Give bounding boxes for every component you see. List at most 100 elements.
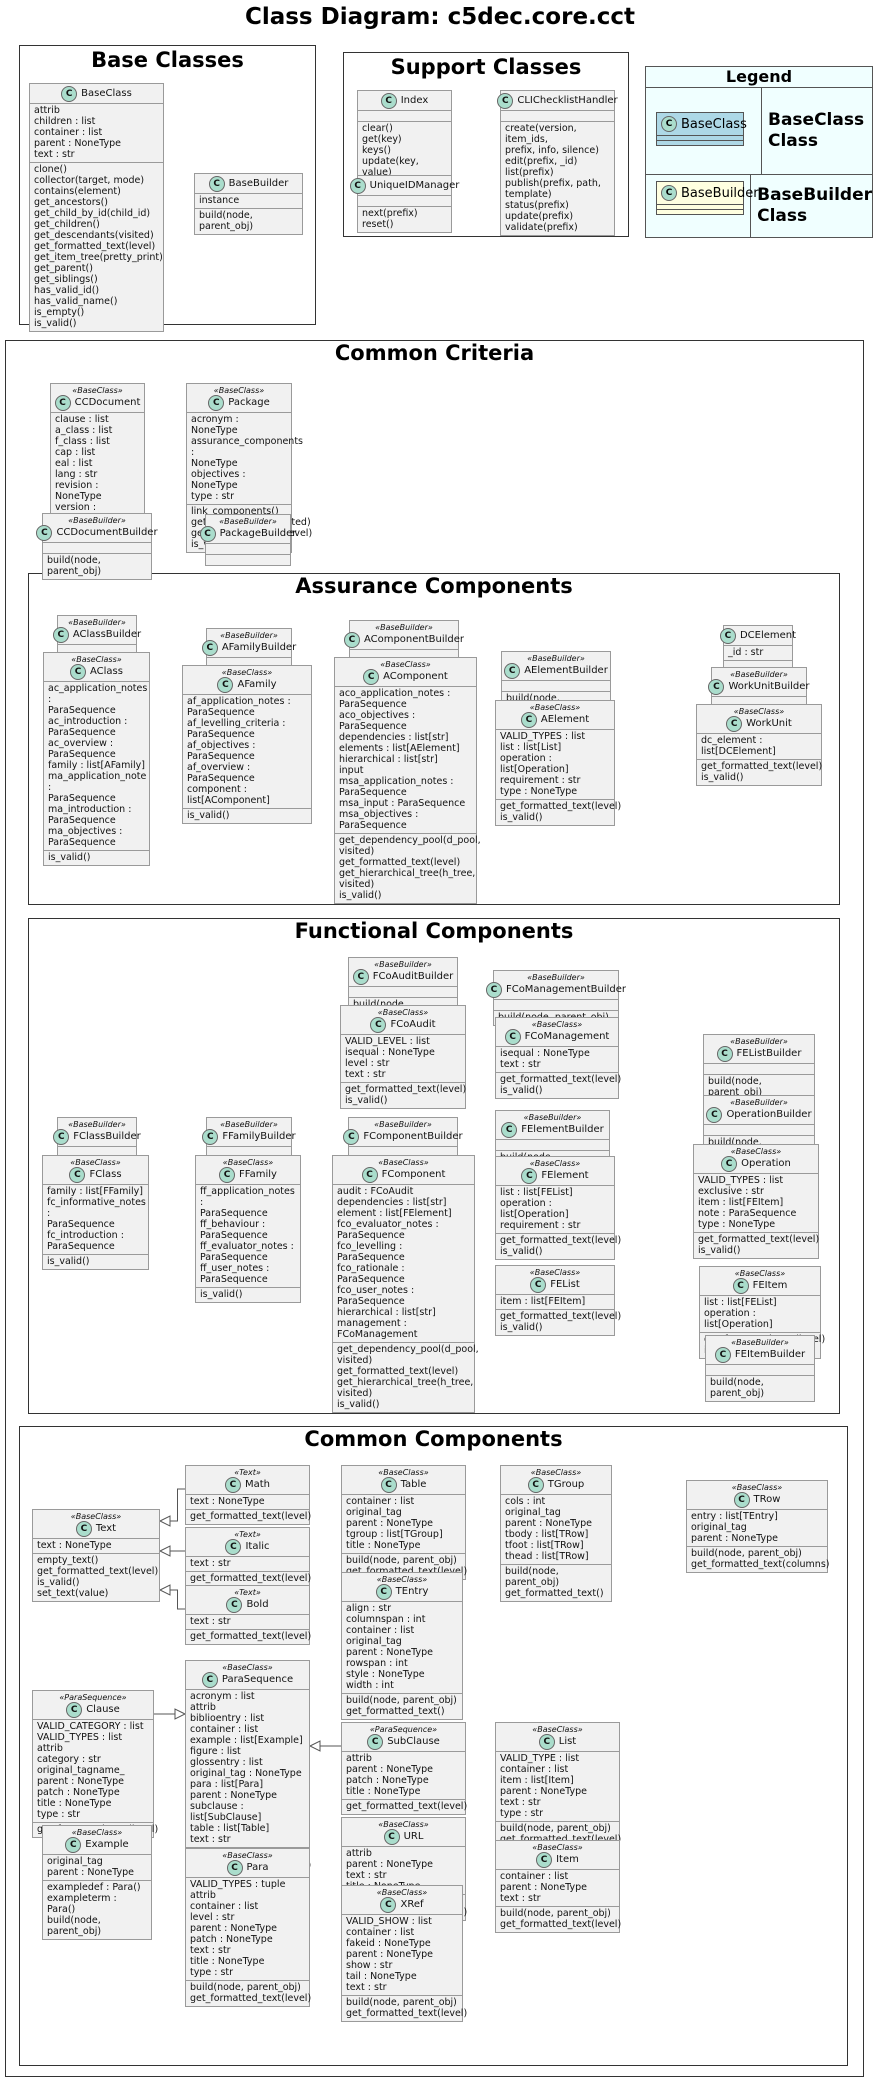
class-icon: C: [380, 1897, 397, 1913]
class-methods: build(node, parent_obj): [706, 1376, 814, 1401]
class-stereotype: «BaseClass»: [377, 1008, 429, 1017]
class-name: AElement: [540, 714, 590, 725]
attribute: list[DCElement]: [701, 746, 776, 757]
class-attributes: text : NoneType: [33, 1539, 159, 1554]
class-icon: C: [661, 185, 677, 201]
attribute: ac_overview :: [48, 738, 114, 749]
class-stereotype: «BaseBuilder»: [374, 1120, 432, 1129]
method: get_formatted_text(level): [34, 241, 156, 252]
attribute: assurance_components :: [191, 436, 304, 458]
method: build(node, parent_obj): [710, 1377, 767, 1399]
class-methods: exampledef : Para()exampleterm : Para()b…: [43, 1881, 151, 1939]
method: get_formatted_text(level): [190, 1573, 312, 1584]
class-stereotype: «BaseBuilder»: [220, 631, 278, 640]
method: build(node, parent_obj): [346, 1555, 457, 1566]
attribute: thead : list[TRow]: [505, 1551, 589, 1562]
class-icon: C: [370, 1017, 387, 1033]
method: build(node, parent_obj): [500, 1908, 611, 1919]
attribute: operation : list[Operation]: [500, 753, 569, 775]
class-methods: get_formatted_text(level)is_valid(): [341, 1083, 466, 1108]
class-name: OperationBuilder: [726, 1109, 812, 1120]
method: get_siblings(): [34, 274, 98, 285]
method: is_valid(): [200, 1289, 243, 1300]
attribute: original_tag: [505, 1507, 561, 1518]
class-methods: build(node, parent_obj)get_formatted_tex…: [496, 1822, 621, 1847]
attribute: hierarchical : list[str]: [339, 754, 438, 765]
class-methods: get_formatted_text(level)is_valid(): [496, 800, 621, 825]
class-stereotype: «BaseBuilder»: [523, 1113, 582, 1122]
method: is_valid(): [698, 1245, 741, 1256]
method: clone(): [34, 164, 67, 175]
attribute: text : str: [190, 1945, 231, 1956]
method: is_valid(): [48, 852, 91, 863]
class-stereotype: «BaseClass»: [71, 1828, 123, 1837]
method: exampledef : Para(): [47, 1882, 141, 1893]
class-icon: C: [521, 1168, 538, 1184]
method: get_children(): [34, 219, 100, 230]
attribute: tail : NoneType: [346, 1971, 417, 1982]
class-methods: build(node, parent_obj)get_formatted_tex…: [186, 1981, 311, 2006]
method: is_valid(): [339, 890, 382, 901]
attribute: af_objectives :: [187, 740, 256, 751]
attribute: ParaSequence: [200, 1208, 268, 1219]
class-methods: is_valid(): [43, 1255, 148, 1269]
package-title: Assurance Components: [295, 574, 573, 598]
class-methods: next(prefix)reset(): [358, 207, 451, 232]
attribute: title : NoneType: [37, 1798, 112, 1809]
method: get_formatted_text(level): [500, 1074, 622, 1085]
attribute: component :: [187, 784, 247, 795]
attribute: container : list: [500, 1871, 569, 1882]
attribute: type : NoneType: [500, 786, 578, 797]
method: is_valid(): [500, 1322, 543, 1333]
attribute: af_overview : ParaSequence: [187, 762, 255, 784]
class-attributes: [704, 1125, 814, 1136]
attribute: ac_application_notes :: [48, 683, 151, 705]
class-name: ParaSequence: [221, 1674, 294, 1685]
method: is_valid(): [500, 812, 543, 823]
class-stereotype: «BaseBuilder»: [730, 1098, 788, 1107]
method: is_empty(): [34, 307, 85, 318]
method: is_valid(): [37, 1577, 80, 1588]
legend-swatch-label: BaseBuilder: [681, 185, 759, 201]
class-icon: C: [380, 1477, 397, 1493]
class-name: TEntry: [395, 1586, 429, 1597]
method: update(key, value): [362, 156, 422, 178]
class-name: FCoManagement: [524, 1031, 610, 1042]
attribute: isequal : NoneType: [500, 1048, 590, 1059]
class-icon: C: [721, 1156, 738, 1172]
attribute: original_tag: [47, 1856, 103, 1867]
attribute: container : list: [190, 1901, 259, 1912]
attribute: ac_introduction :: [48, 716, 128, 727]
method: prefix, info, silence): [505, 145, 599, 156]
attribute: type : NoneType: [698, 1219, 776, 1230]
class-icon: C: [36, 525, 53, 541]
attribute: parent : NoneType: [47, 1867, 134, 1878]
class-stereotype: «BaseClass»: [380, 660, 431, 669]
legend-label: BaseClass Class: [768, 110, 865, 151]
class-methods: [206, 555, 290, 565]
attribute: dependencies : list[str]: [339, 732, 449, 743]
class-icon: C: [706, 1107, 723, 1123]
class-methods: build(node, parent_obj)get_formatted_tex…: [501, 1565, 611, 1601]
class-methods: build(node, parent_obj)get_formatted_tex…: [687, 1547, 829, 1572]
attribute: parent : NoneType: [190, 1923, 277, 1934]
attribute: parent : NoneType: [500, 1786, 587, 1797]
attribute: list : list[FEList]: [500, 1187, 573, 1198]
